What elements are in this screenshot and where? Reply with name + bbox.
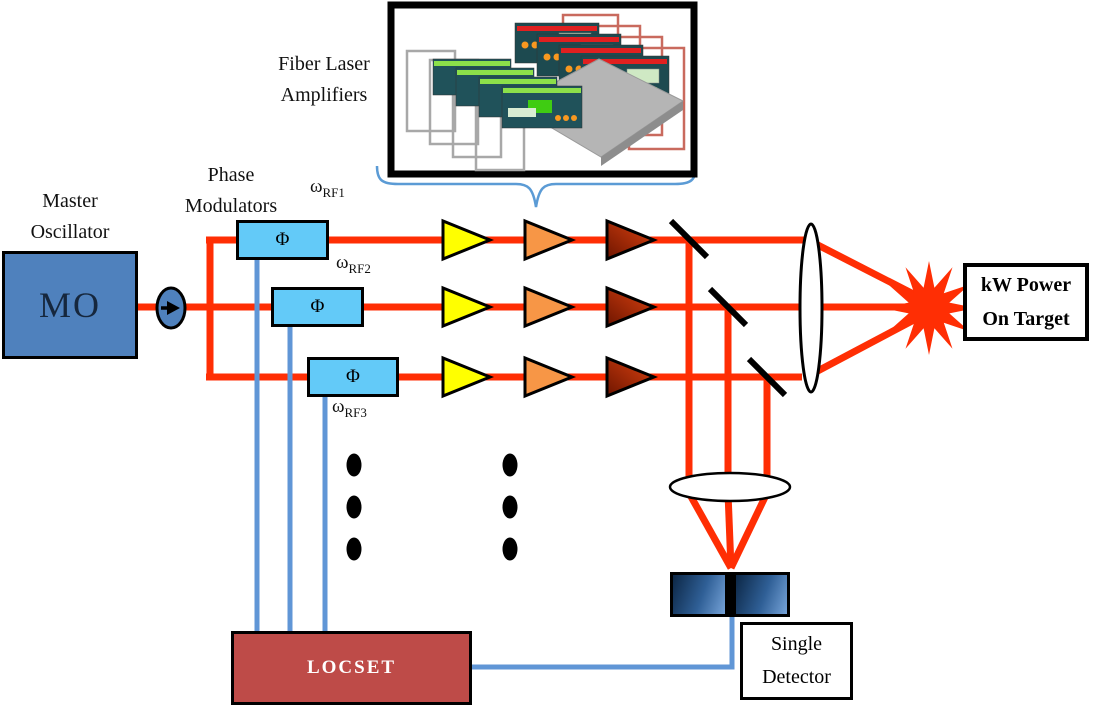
omega-rf3-label: ωRF3 (332, 396, 367, 421)
isolator-arrow-icon (167, 301, 180, 315)
omega-rf2-label: ωRF2 (336, 252, 371, 277)
beam-splitter1 (668, 218, 710, 260)
brace-below-icon (375, 165, 698, 208)
focus-ray-mid (724, 492, 735, 569)
amp-triangle-stage1 (441, 285, 495, 329)
master-oscillator-box: MO (2, 251, 138, 359)
omega-symbol: ω (336, 252, 349, 273)
amp-triangle-stage2 (523, 355, 577, 399)
amp-triangle-stage3 (605, 355, 659, 399)
amp-triangle-stage2 (523, 218, 577, 262)
optical-isolator (155, 286, 187, 330)
ellipsis-dots (346, 453, 518, 561)
amp-triangle-stage3 (605, 218, 659, 262)
amplifier-photo (387, 1, 698, 178)
single-detector-line1: Single (770, 633, 823, 655)
focus-ray-left (685, 491, 735, 570)
omega-subscript: RF2 (348, 260, 371, 276)
single-detector-line2: Detector (762, 666, 831, 688)
master-oscillator-label-line1: Master (42, 190, 98, 212)
locset-label: LOCSET (306, 657, 397, 678)
detector-lens (668, 471, 792, 503)
locset-box: LOCSET (231, 631, 472, 705)
fiber-amplifier-stages (441, 218, 659, 399)
phase-modulators-label-line1: Phase (207, 164, 255, 186)
kw-power-line2: On Target (982, 308, 1070, 330)
phi-symbol: Φ (275, 229, 290, 250)
mo-box-label: MO (38, 285, 101, 325)
phi-symbol: Φ (346, 366, 360, 387)
phi-symbol: Φ (310, 296, 325, 317)
master-oscillator-label-line2: Oscillator (30, 221, 110, 243)
phase-modulators-label-line2: Modulators (184, 195, 278, 217)
fiber-laser-amplifiers-label-line2: Amplifiers (280, 84, 368, 106)
detector-feedback-line (472, 614, 735, 670)
amp-triangle-stage1 (441, 218, 495, 262)
fiber-laser-amplifiers-label-line1: Fiber Laser (278, 53, 370, 75)
fiber-laser-amplifiers-label: Fiber Laser Amplifiers (259, 49, 389, 111)
detector-slit (724, 575, 736, 614)
single-detector-box: Single Detector (740, 622, 853, 700)
detector-head (670, 572, 790, 617)
detector-half-left (673, 575, 725, 614)
omega-subscript: RF3 (344, 404, 367, 420)
amp-triangle-stage2 (523, 285, 577, 329)
phase-modulator1-box: Φ (236, 220, 329, 260)
kw-power-line1: kW Power (980, 274, 1072, 296)
focus-ray-right (727, 491, 771, 570)
output-lens (798, 222, 824, 394)
omega-symbol: ω (332, 396, 345, 417)
kw-power-on-target-box: kW Power On Target (963, 263, 1089, 341)
blue-control-lines (254, 259, 735, 670)
amp-triangle-stage1 (441, 355, 495, 399)
omega-subscript: RF1 (322, 184, 345, 200)
beam-splitter3 (746, 356, 788, 398)
master-oscillator-label: Master Oscillator (8, 186, 132, 248)
phase-modulator2-box: Φ (271, 287, 364, 327)
beam-splitter2 (707, 286, 749, 328)
phase-modulators-label: Phase Modulators (171, 160, 291, 222)
beam-splitters (668, 218, 788, 398)
photo-gray-racks (405, 49, 583, 172)
omega-rf1-label: ωRF1 (310, 176, 345, 201)
target-starburst (882, 261, 976, 355)
amp-triangle-stage3 (605, 285, 659, 329)
omega-symbol: ω (310, 176, 323, 197)
detector-half-right (735, 575, 787, 614)
phase-modulator3-box: Φ (307, 357, 399, 397)
